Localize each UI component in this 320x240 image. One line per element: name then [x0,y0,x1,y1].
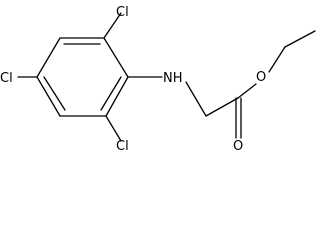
ether-oxygen-label: O [256,70,266,85]
chlorine-top-label: Cl [116,5,129,20]
ring-bond [36,37,61,78]
ring-double-bond [100,76,122,111]
ethyl-bond [284,30,316,48]
structure-canvas: Cl Cl Cl NH O O [0,5,316,154]
molecule-drawing: Cl Cl Cl NH O O [0,5,316,154]
ring-bond [105,76,129,117]
chlorine-bottom-label: Cl [116,139,129,154]
carbonyl-oxygen-label: O [233,139,243,154]
cl-bottom-bond [105,115,122,142]
ring-bond [36,76,61,117]
n-ch2-bond [185,81,207,117]
ring-bond [103,37,129,78]
ch2-carbonyl-bond [205,97,239,117]
amine-nh-label: NH [163,71,183,86]
cl-top-bond [103,12,122,39]
carbonyl-ether-o-bond [237,83,257,99]
o-ethyl-bond [268,46,286,73]
ring-double-bond [43,76,66,111]
chlorine-left-label: Cl [0,71,13,86]
